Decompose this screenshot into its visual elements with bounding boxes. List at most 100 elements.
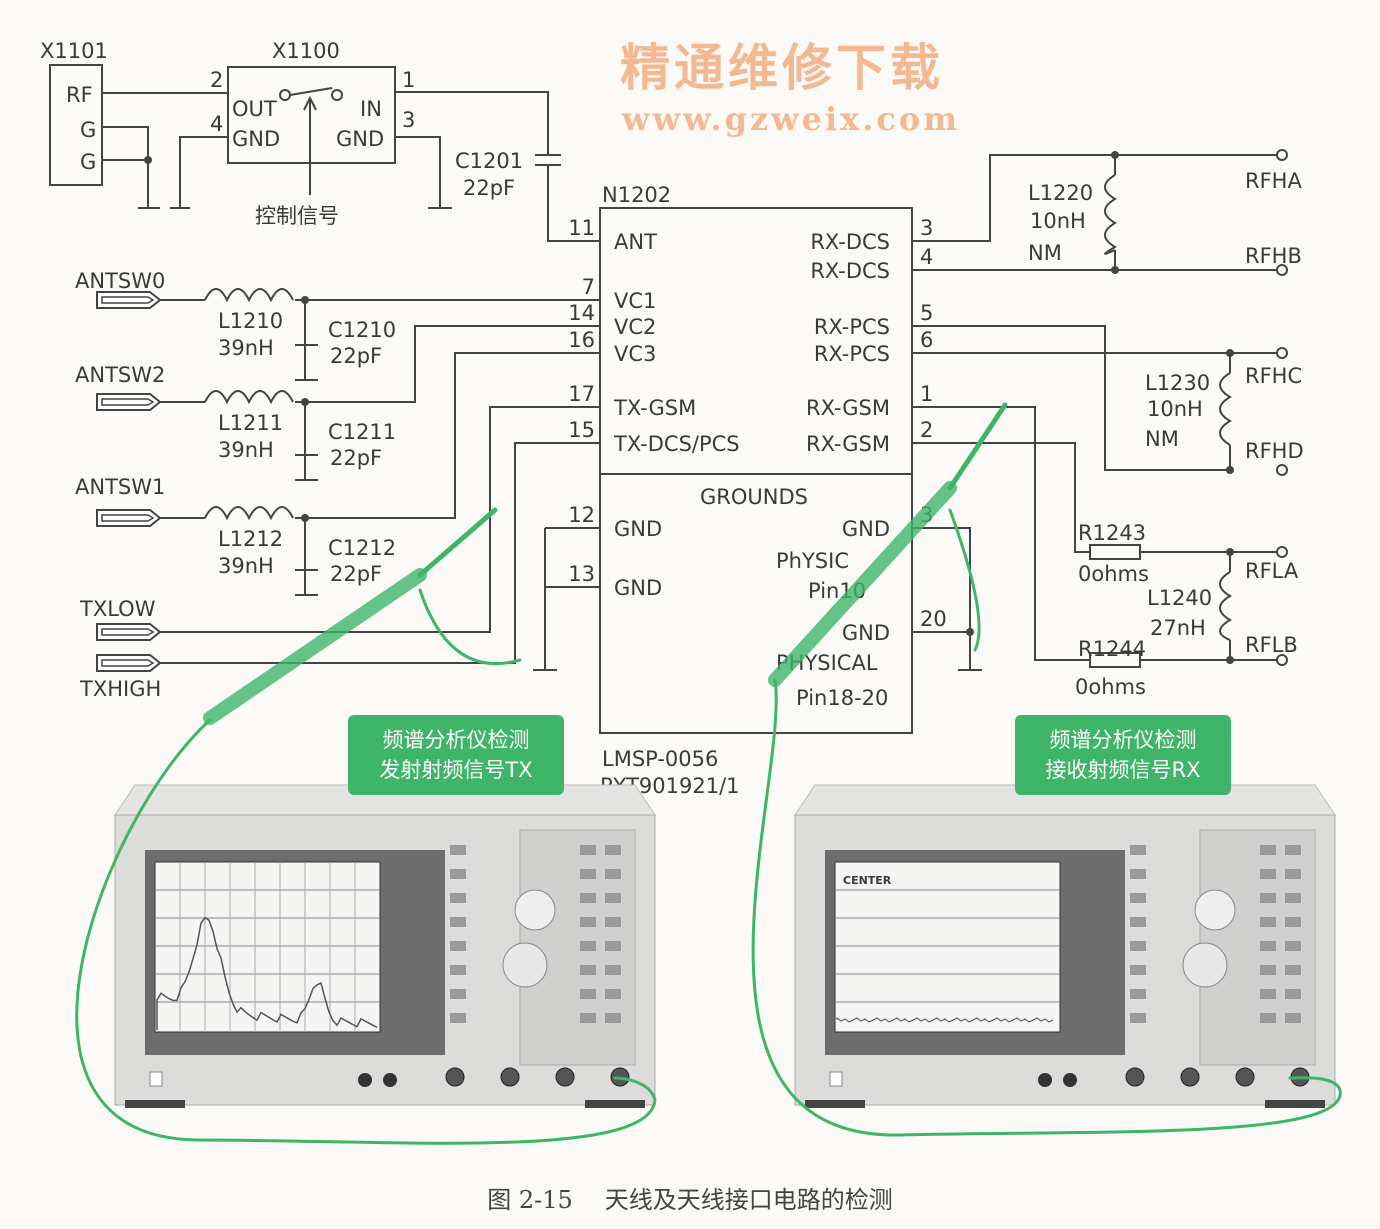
key-button[interactable] [450,893,466,903]
key-button[interactable] [1130,869,1146,879]
key-button[interactable] [1260,917,1276,927]
key-button[interactable] [1260,989,1276,999]
analyzer-screen [154,861,381,1033]
key-button[interactable] [580,917,596,927]
key-button[interactable] [1260,893,1276,903]
key-button[interactable] [580,845,596,855]
rf-port [1180,1067,1200,1087]
pin-label: G [80,150,96,174]
key-button[interactable] [580,965,596,975]
key-button[interactable] [605,941,621,951]
key-button[interactable] [1130,965,1146,975]
key-button[interactable] [1285,845,1301,855]
l1230-val: 10nH [1147,397,1203,421]
key-button[interactable] [605,869,621,879]
control-signal-label: 控制信号 [255,204,339,228]
key-button[interactable] [1285,965,1301,975]
key-button[interactable] [1130,893,1146,903]
arrow-pad[interactable] [502,942,548,988]
spectrum-trace [156,916,378,1030]
key-button[interactable] [605,917,621,927]
spectrum-analyzer-rx: CENTER [794,784,1336,1108]
rx-label-line1: 频谱分析仪检测 [1049,728,1197,752]
pin-label: GND [614,517,662,541]
key-button[interactable] [450,1013,466,1023]
input-label: ANTSW1 [75,475,165,499]
pin-label: RX-GSM [806,432,890,456]
c1201-ref: C1201 [455,149,523,173]
inner-label: PhYSIC [776,549,849,573]
key-button[interactable] [605,965,621,975]
pin-label: ANT [614,230,657,254]
key-button[interactable] [450,941,466,951]
key-button[interactable] [1130,989,1146,999]
term-rfha: RFHA [1245,169,1302,193]
key-button[interactable] [1260,1013,1276,1023]
inductor-val: 39nH [218,554,274,578]
ic-n1202 [599,207,913,734]
pin-num: 17 [568,382,595,406]
inductor-ref: L1210 [218,309,283,333]
l1240-ref: L1240 [1147,586,1212,610]
caption-number: 图 2-15 [487,1186,573,1214]
rf-port [445,1067,465,1087]
key-button[interactable] [1130,941,1146,951]
input-label: ANTSW2 [75,363,165,387]
key-button[interactable] [605,1013,621,1023]
key-button[interactable] [580,941,596,951]
pin-num: 1 [402,68,415,92]
x1101-ref: X1101 [40,39,108,63]
x1100-ref: X1100 [272,39,340,63]
knob[interactable] [1194,889,1236,931]
key-button[interactable] [1260,869,1276,879]
key-button[interactable] [605,845,621,855]
pin-label: GND [232,127,280,151]
key-button[interactable] [605,989,621,999]
pin-label: GND [336,127,384,151]
input-connector [96,654,162,672]
pin-label: RX-DCS [810,259,890,283]
pin-num: 11 [568,216,595,240]
n1202-ref: N1202 [602,183,671,207]
key-button[interactable] [1130,1013,1146,1023]
r1244-val: 0ohms [1075,675,1146,699]
key-button[interactable] [605,893,621,903]
pin-num: 2 [210,68,223,92]
key-button[interactable] [450,917,466,927]
key-button[interactable] [1285,869,1301,879]
pin-num: 4 [210,112,223,136]
watermark-line1: 精通维修下载 [620,38,944,97]
input-connector [96,291,162,309]
key-button[interactable] [580,869,596,879]
cap-ref: C1212 [328,536,396,560]
key-button[interactable] [1130,917,1146,927]
inner-label: Pin18-20 [796,686,888,710]
key-button[interactable] [1130,845,1146,855]
key-button[interactable] [1285,917,1301,927]
key-button[interactable] [450,845,466,855]
pin-num: 6 [920,328,933,352]
input-connector [96,393,162,411]
key-button[interactable] [1285,1013,1301,1023]
term-rfhb: RFHB [1245,244,1302,268]
key-button[interactable] [1260,845,1276,855]
key-button[interactable] [450,965,466,975]
key-button[interactable] [1285,989,1301,999]
key-button[interactable] [1260,965,1276,975]
watermark-line2: www.gzweix.com [622,100,961,138]
key-button[interactable] [450,869,466,879]
pin-num: 2 [920,418,933,442]
pin-label: RX-PCS [814,342,890,366]
l1230-nm: NM [1145,427,1179,451]
key-button[interactable] [580,1013,596,1023]
knob[interactable] [514,889,556,931]
key-button[interactable] [450,989,466,999]
key-button[interactable] [580,893,596,903]
arrow-pad[interactable] [1182,942,1228,988]
key-button[interactable] [1285,893,1301,903]
key-button[interactable] [1285,941,1301,951]
key-button[interactable] [580,989,596,999]
probe-cables [75,402,1342,1145]
key-button[interactable] [1260,941,1276,951]
